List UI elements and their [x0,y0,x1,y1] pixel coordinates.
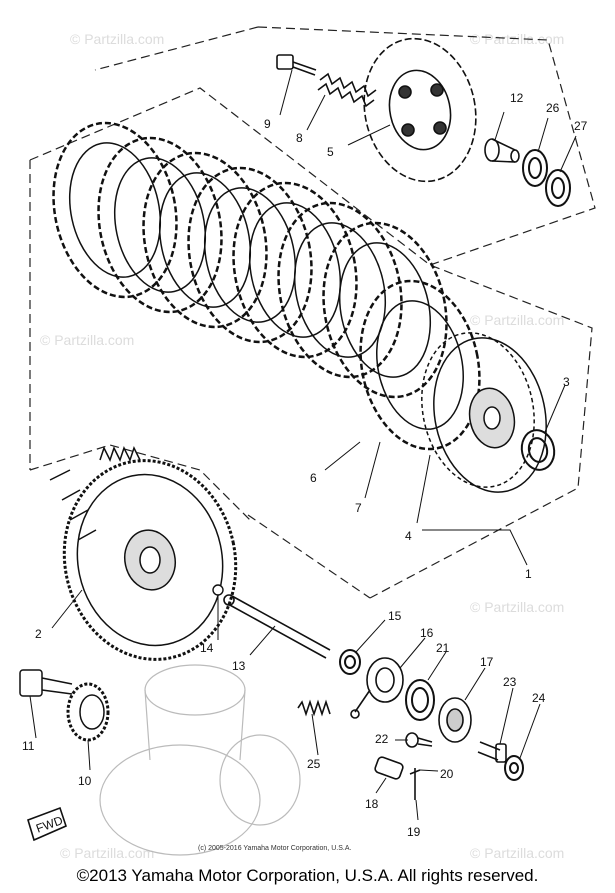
callout-label: 13 [232,659,246,673]
callout-labels: 1 2 3 4 5 6 7 8 9 10 11 12 13 14 15 16 1… [22,91,588,839]
bolt [276,54,317,76]
diagram-copyright: (c) 2005-2016 Yamaha Motor Corporation, … [198,845,351,852]
drive-gear-bolt [19,669,73,697]
o-ring [405,679,435,721]
watermark: © Partzilla.com [40,332,134,348]
push-rod-end [484,138,520,163]
clutch-plate [359,279,481,451]
callout-label: 14 [200,641,214,655]
watermark: © Partzilla.com [470,599,564,615]
crankshaft-outline [99,664,301,856]
callout-label: 26 [546,101,560,115]
group-outlines [29,26,596,599]
pin-assembly [374,756,421,800]
adjuster-housing [438,697,472,743]
callout-label: 5 [327,145,334,159]
callout-label: 24 [532,691,546,705]
callout-label: 20 [440,767,454,781]
callout-label: 17 [480,655,494,669]
friction-plate [232,181,358,359]
callout-label: 18 [365,797,379,811]
watermark: © Partzilla.com [60,845,154,861]
screw [405,732,433,748]
callout-label: 6 [310,471,317,485]
footer-copyright: ©2013 Yamaha Motor Corporation, U.S.A. A… [76,866,539,885]
primary-driven-gear [49,446,238,661]
clutch-plate [277,201,403,379]
adjust-nut [504,755,524,781]
pressure-plate [363,37,477,183]
callout-label: 1 [525,567,532,581]
callout-label: 8 [296,131,303,145]
callout-label: 10 [78,774,92,788]
callout-label: 4 [405,529,412,543]
callout-label: 19 [407,825,421,839]
steel-ball [212,584,224,596]
callout-label: 12 [510,91,524,105]
callout-label: 9 [264,117,271,131]
callout-label: 21 [436,641,450,655]
callout-label: 22 [375,732,389,746]
leader-lines [29,69,577,821]
adjust-screw [477,741,507,763]
return-spring [297,699,331,717]
callout-label: 2 [35,627,42,641]
washer [545,169,571,207]
primary-drive-gear [66,682,110,742]
thrust-washer [520,429,556,471]
push-lever [350,657,404,719]
callout-label: 15 [388,609,402,623]
watermark: © Partzilla.com [470,312,564,328]
callout-label: 16 [420,626,434,640]
fwd-arrow: FWD [27,806,67,842]
push-rod [223,594,331,659]
watermarks: © Partzilla.com © Partzilla.com © Partzi… [40,31,564,861]
callout-label: 3 [563,375,570,389]
callout-label: 25 [307,757,321,771]
watermark: © Partzilla.com [70,31,164,47]
clutch-spring [317,72,377,108]
callout-label: 23 [503,675,517,689]
callout-label: 11 [22,739,35,753]
oil-seal [339,649,361,675]
clutch-plate-stack [52,121,481,451]
lock-nut [522,149,548,187]
friction-plate [322,221,448,399]
clutch-boss [421,332,547,493]
watermark: © Partzilla.com [470,845,564,861]
callout-label: 7 [355,501,362,515]
callout-label: 27 [574,119,588,133]
